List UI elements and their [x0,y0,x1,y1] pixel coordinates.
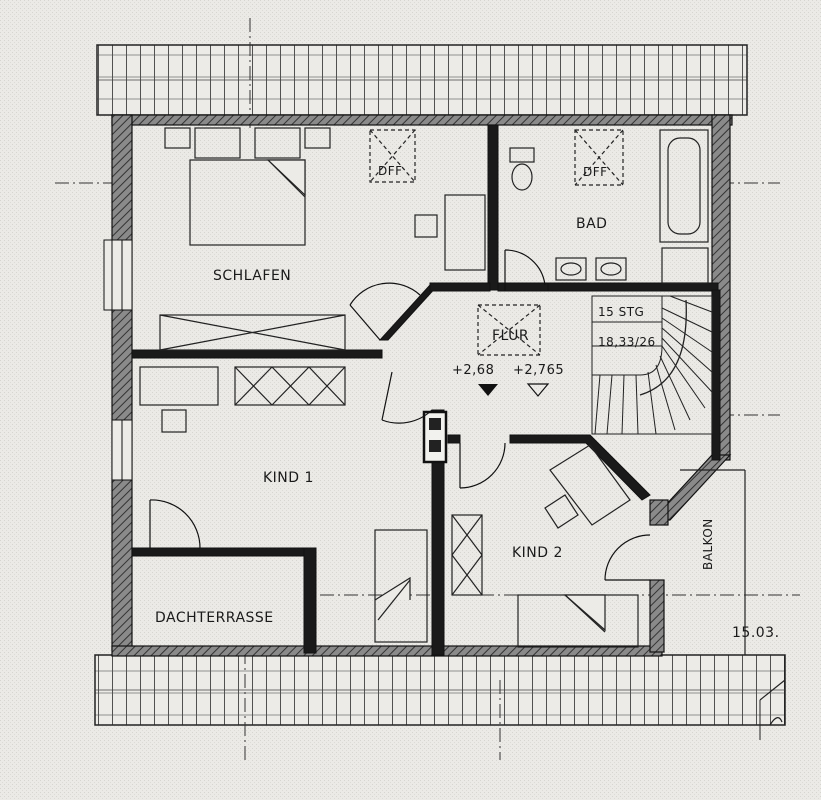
level-label-1: +2,68 [452,363,494,378]
flur-skylight [477,304,541,356]
balkon-area [680,469,786,740]
level-markers [478,383,550,397]
room-label-dachterrasse: DACHTERRASSE [155,610,274,626]
room-label-kind1: KIND 1 [263,470,314,486]
roof-top [96,44,748,116]
room-label-kind2: KIND 2 [512,545,563,561]
date-fragment: 15.03. [732,625,780,641]
kind1-furniture [139,366,428,643]
kind2-furniture [451,444,639,648]
stairs-dims-label: 18,33/26 [598,335,656,349]
room-label-schlafen: SCHLAFEN [213,268,291,284]
schlafen-furniture [159,127,486,351]
skylight-label-schlafen: DFF [378,164,403,178]
stairs-steps-label: 15 STG [598,305,644,319]
level-label-2: +2,765 [513,363,564,378]
windows [103,239,133,481]
roof-bottom [94,654,786,726]
bad-fixtures [509,129,709,284]
room-label-bad: BAD [576,216,607,232]
chimney [422,410,448,464]
interior-walls [131,124,721,656]
doors [149,249,651,581]
staircase [591,295,713,435]
room-label-balkon: BALKON [701,518,715,570]
skylight-label-bad: DFF [583,165,608,179]
room-label-flur: FLUR [492,328,529,344]
